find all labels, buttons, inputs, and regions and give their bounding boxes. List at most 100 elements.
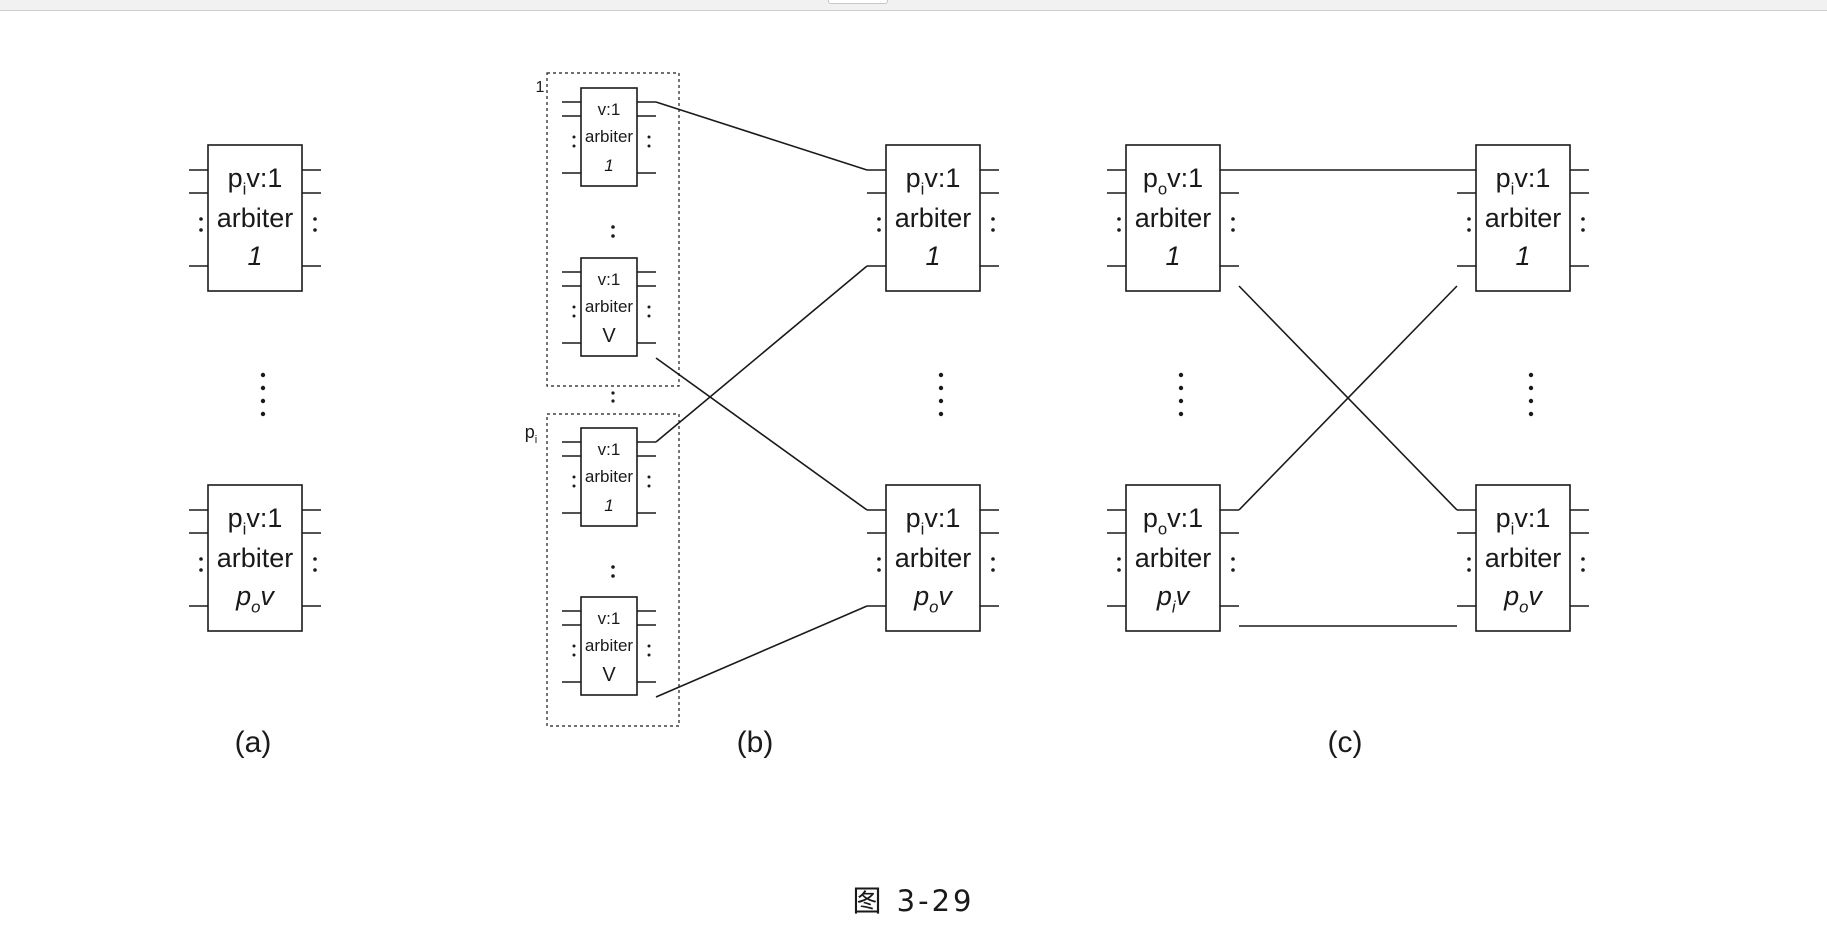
ellipsis-dot — [313, 568, 317, 572]
ellipsis-dot — [572, 653, 576, 657]
ellipsis-dot — [1178, 398, 1184, 404]
interconnect-wire — [655, 357, 868, 511]
small-arbiter-index-label: 1 — [604, 156, 613, 175]
ellipsis-dot — [199, 557, 203, 561]
ellipsis-a — [260, 372, 266, 417]
ellipsis-c-right — [1528, 372, 1534, 417]
arbiter-index-label: pov — [913, 581, 953, 617]
ellipsis-dot — [991, 217, 995, 221]
interconnect-wire — [655, 265, 868, 443]
ellipsis-dot — [1528, 411, 1534, 417]
small-arbiter-ratio-label: v:1 — [598, 100, 621, 119]
ellipsis-dot — [877, 557, 881, 561]
arbiter-name-label: arbiter — [1485, 203, 1562, 233]
ellipsis-dot — [991, 228, 995, 232]
ellipsis-dot — [572, 314, 576, 318]
ellipsis-dot — [611, 391, 615, 395]
arbiter-index-label: piv — [1156, 581, 1191, 617]
arbiter-box — [1475, 144, 1571, 292]
arbiter-box — [885, 484, 981, 632]
arbiter-ratio-label: piv:1 — [906, 503, 961, 539]
ellipsis-dot — [938, 411, 944, 417]
ellipsis-dot — [647, 484, 651, 488]
ellipsis-g1 — [611, 225, 615, 238]
small-arbiter-index-label: 1 — [604, 496, 613, 515]
ellipsis-dot — [1117, 228, 1121, 232]
ellipsis-dot — [1581, 228, 1585, 232]
arbiter-name-label: arbiter — [895, 203, 972, 233]
arbiter-index-label: 1 — [247, 241, 262, 271]
arbiter-ratio-label: pov:1 — [1143, 163, 1203, 199]
arbiter-box — [207, 144, 303, 292]
ellipsis-dot — [938, 398, 944, 404]
ellipsis-dot — [647, 314, 651, 318]
ellipsis-dot — [647, 135, 651, 139]
ellipsis-dot — [1231, 568, 1235, 572]
ellipsis-dot — [1467, 557, 1471, 561]
ellipsis-dot — [647, 653, 651, 657]
group-label-pi: pi — [525, 422, 538, 446]
arbiter-ratio-label: piv:1 — [1496, 503, 1551, 539]
subfigure-label-b: (b) — [737, 726, 774, 759]
arbiter-diagram: piv:1arbiter1piv:1arbiterpov(a)1piv:1arb… — [189, 72, 1589, 759]
arbiter-name-label: arbiter — [217, 543, 294, 573]
ellipsis-dot — [1581, 217, 1585, 221]
ellipsis-dot — [877, 217, 881, 221]
ellipsis-dot — [313, 557, 317, 561]
ellipsis-dot — [1467, 217, 1471, 221]
arbiter-name-label: arbiter — [1485, 543, 1562, 573]
ellipsis-dot — [1581, 568, 1585, 572]
ellipsis-dot — [1117, 557, 1121, 561]
small-arbiter-ratio-label: v:1 — [598, 440, 621, 459]
arbiter-block-a_bottom: piv:1 arbiter pov — [189, 484, 321, 632]
arbiter-box — [207, 484, 303, 632]
ellipsis-dot — [199, 568, 203, 572]
ellipsis-dot — [611, 574, 615, 578]
small-arbiter-box — [580, 427, 638, 527]
figure-caption: 图 3-29 — [852, 884, 975, 918]
arbiter-name-label: arbiter — [1135, 543, 1212, 573]
ellipsis-dot — [199, 217, 203, 221]
ellipsis-dot — [1178, 411, 1184, 417]
ellipsis-c-left — [1178, 372, 1184, 417]
ellipsis-dot — [647, 644, 651, 648]
ellipsis-dot — [877, 228, 881, 232]
ellipsis-dot — [260, 385, 266, 391]
ellipsis-dot — [647, 144, 651, 148]
ellipsis-between-groups — [611, 391, 615, 403]
small-arbiter-name-label: arbiter — [585, 467, 634, 486]
ellipsis-dot — [572, 644, 576, 648]
ellipsis-dot — [313, 228, 317, 232]
small-arbiter-box — [580, 257, 638, 357]
arbiter-ratio-label: piv:1 — [228, 503, 283, 539]
input-group-1-frame — [546, 72, 680, 387]
ellipsis-dot — [1231, 228, 1235, 232]
ellipsis-dot — [938, 385, 944, 391]
arbiter-ratio-label: piv:1 — [1496, 163, 1551, 199]
subfigure-label-a: (a) — [235, 726, 272, 759]
ellipsis-dot — [611, 234, 615, 238]
small-arbiter-name-label: arbiter — [585, 297, 634, 316]
window-top-bar — [0, 0, 1827, 11]
interconnect-wire — [655, 101, 868, 171]
ellipsis-dot — [1467, 228, 1471, 232]
arbiter-ratio-label: piv:1 — [906, 163, 961, 199]
arbiter-box — [1125, 484, 1221, 632]
small-arbiter-name-label: arbiter — [585, 636, 634, 655]
window-drag-handle[interactable] — [828, 0, 888, 4]
ellipsis-dot — [877, 568, 881, 572]
arbiter-index-label: 1 — [1165, 241, 1180, 271]
ellipsis-dot — [260, 411, 266, 417]
ellipsis-b — [938, 372, 944, 417]
arbiter-index-label: pov — [235, 581, 275, 617]
ellipsis-dot — [991, 568, 995, 572]
